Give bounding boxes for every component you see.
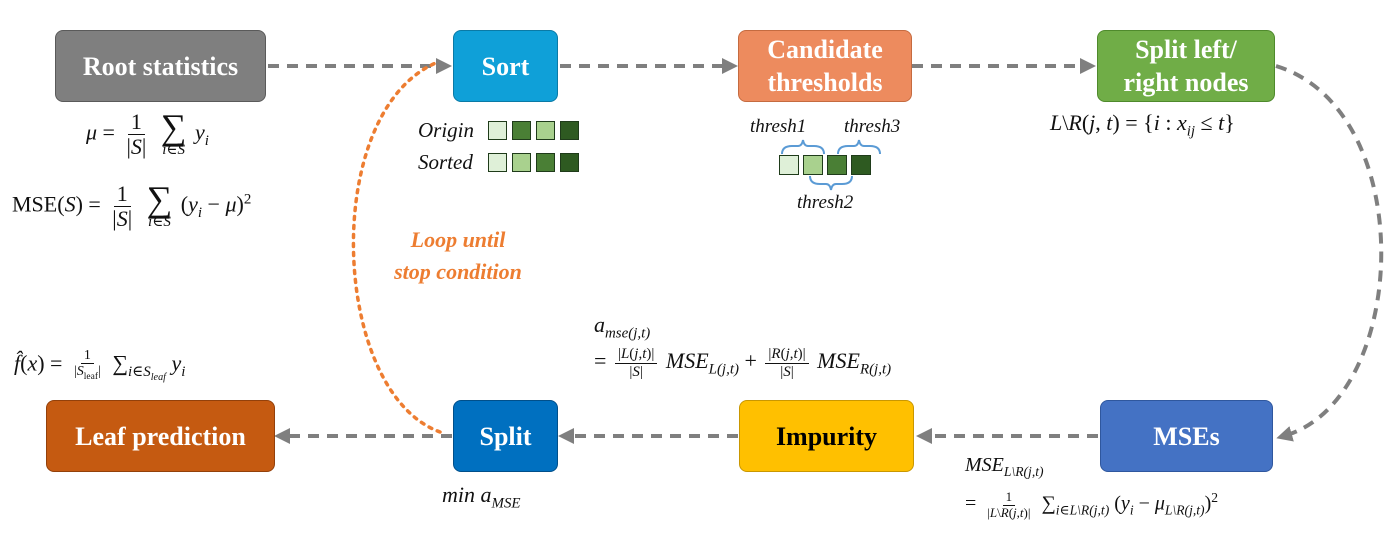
formula-mse: MSE(S) = 1|S| ∑i∈S (yi − μ)2	[12, 178, 252, 232]
node-leaf-prediction: Leaf prediction	[46, 400, 275, 472]
formula-split-set: L\R(j, t) = {i : xij ≤ t}	[1050, 110, 1235, 140]
sort-sorted-label: Sorted	[418, 150, 473, 174]
sorted-cell	[536, 153, 555, 172]
sorted-cells	[488, 153, 588, 173]
node-root-label: Root statistics	[82, 51, 239, 81]
sort-origin-label: Origin	[418, 118, 475, 142]
loop-label: Loop until stop condition	[368, 224, 548, 288]
formula-impurity-rhs: = |L(j,t)||S| MSEL(j,t) + |R(j,t)||S| MS…	[594, 346, 892, 380]
threshold-cell	[827, 155, 847, 175]
thresh3-label: thresh3	[844, 116, 901, 137]
node-sort: Sort	[453, 30, 558, 102]
formula-mses-rhs: = 1|L\R(j,t)| ∑i∈L\R(j,t) (yi − μL\R(j,t…	[965, 489, 1219, 520]
node-impurity: Impurity	[739, 400, 914, 472]
origin-cell	[512, 121, 531, 140]
node-mses-label: MSEs	[1153, 421, 1220, 451]
formula-mu: μ = 1|S| ∑i∈S yi	[86, 106, 209, 160]
node-split-label: Split	[479, 421, 532, 451]
node-impurity-label: Impurity	[775, 421, 878, 451]
node-candidate-label: Candidate thresholds	[767, 35, 883, 97]
origin-cell	[488, 121, 507, 140]
threshold-cells	[779, 155, 879, 177]
sorted-cell	[488, 153, 507, 172]
node-splitlr-label: Split left/ right nodes	[1123, 35, 1249, 97]
threshold-cell	[779, 155, 799, 175]
node-sort-label: Sort	[481, 51, 530, 81]
loop-label-line1: Loop until	[410, 227, 506, 252]
thresh2-label: thresh2	[797, 192, 854, 213]
origin-cells	[488, 121, 588, 141]
origin-cell	[560, 121, 579, 140]
origin-cell	[536, 121, 555, 140]
thresh1-label: thresh1	[750, 116, 807, 137]
arrow-splitlr-to-mses	[1275, 64, 1384, 442]
formula-min-amse: min aMSE	[442, 482, 521, 512]
sorted-cell	[512, 153, 531, 172]
formula-leaf: f̂(x) = 1|Sleaf| ∑i∈Sleaf yi	[14, 348, 186, 383]
node-candidate-thresholds: Candidate thresholds	[738, 30, 912, 102]
node-root-statistics: Root statistics	[55, 30, 266, 102]
node-leaf-label: Leaf prediction	[75, 421, 246, 451]
formula-impurity-lhs: amse(j,t)	[594, 312, 651, 342]
sorted-cell	[560, 153, 579, 172]
node-mses: MSEs	[1100, 400, 1273, 472]
threshold-cell	[803, 155, 823, 175]
loop-arc	[351, 60, 442, 434]
threshold-cell	[851, 155, 871, 175]
node-split: Split	[453, 400, 558, 472]
formula-mses-lhs: MSEL\R(j,t)	[965, 454, 1044, 479]
node-split-left-right: Split left/ right nodes	[1097, 30, 1275, 102]
loop-label-line2: stop condition	[394, 259, 522, 284]
threshold-braces	[781, 139, 881, 191]
